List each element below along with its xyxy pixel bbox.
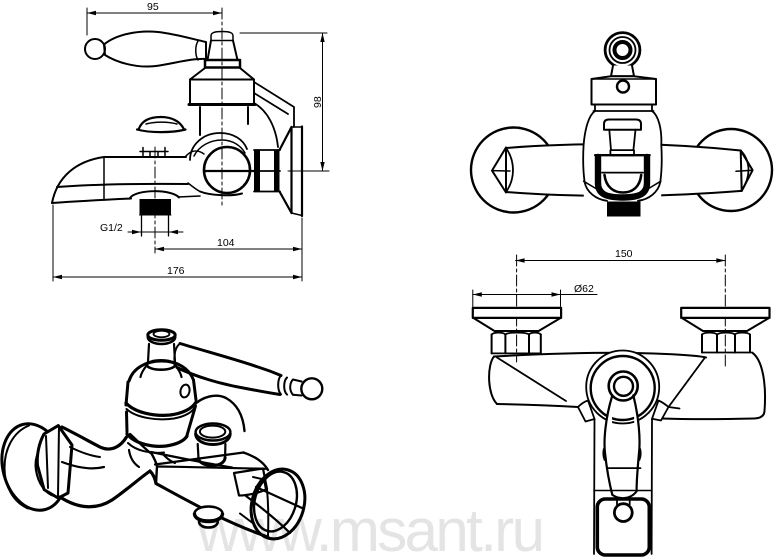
svg-text:176: 176 [167, 265, 185, 277]
svg-text:G1/2: G1/2 [100, 222, 123, 234]
svg-text:Ø62: Ø62 [574, 283, 594, 295]
svg-text:104: 104 [217, 237, 235, 249]
svg-text:150: 150 [615, 248, 633, 260]
svg-text:95: 95 [147, 1, 159, 13]
svg-text:98: 98 [312, 96, 324, 108]
